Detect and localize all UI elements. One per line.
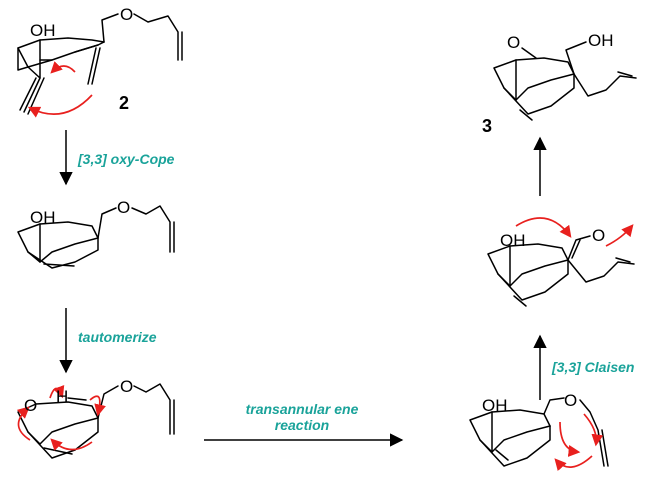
claisen-step-label: [3,3] Claisen [551, 359, 634, 375]
oxy-cope-step-label: [3,3] oxy-Cope [77, 151, 175, 167]
tautomerize-step-label: tautomerize [78, 329, 157, 345]
oxy-cope-product-structure [17, 205, 175, 269]
ene-substrate-ether-o-label: O [120, 377, 133, 396]
ene-step-label-line1: transannular ene [246, 401, 359, 417]
compound-3-ring-o-label: O [507, 33, 520, 52]
compound-3-oh-label: OH [588, 31, 614, 50]
aldehyde-structure [487, 217, 635, 307]
aldehyde-o-label: O [592, 226, 605, 245]
ene-substrate-h-label: H [56, 387, 68, 406]
claisen-substrate-oh-label: OH [482, 396, 508, 415]
ene-step-label-line2: reaction [275, 417, 329, 433]
compound-2-structure [17, 13, 183, 118]
compound-2-label: 2 [119, 93, 129, 113]
compound-2-oh-label: OH [30, 21, 56, 40]
compound-2-ether-o-label: O [120, 5, 133, 24]
aldehyde-oh-label: OH [500, 231, 526, 250]
claisen-substrate-structure [469, 397, 609, 472]
oxy-cope-product-o-label: O [117, 198, 130, 217]
compound-3-structure [493, 41, 637, 121]
claisen-substrate-o-label: O [564, 391, 577, 410]
oxy-cope-product-oh-label: OH [30, 208, 56, 227]
compound-3-label: 3 [482, 116, 492, 136]
ene-substrate-structure [16, 383, 175, 459]
ene-substrate-o-label: O [24, 396, 37, 415]
